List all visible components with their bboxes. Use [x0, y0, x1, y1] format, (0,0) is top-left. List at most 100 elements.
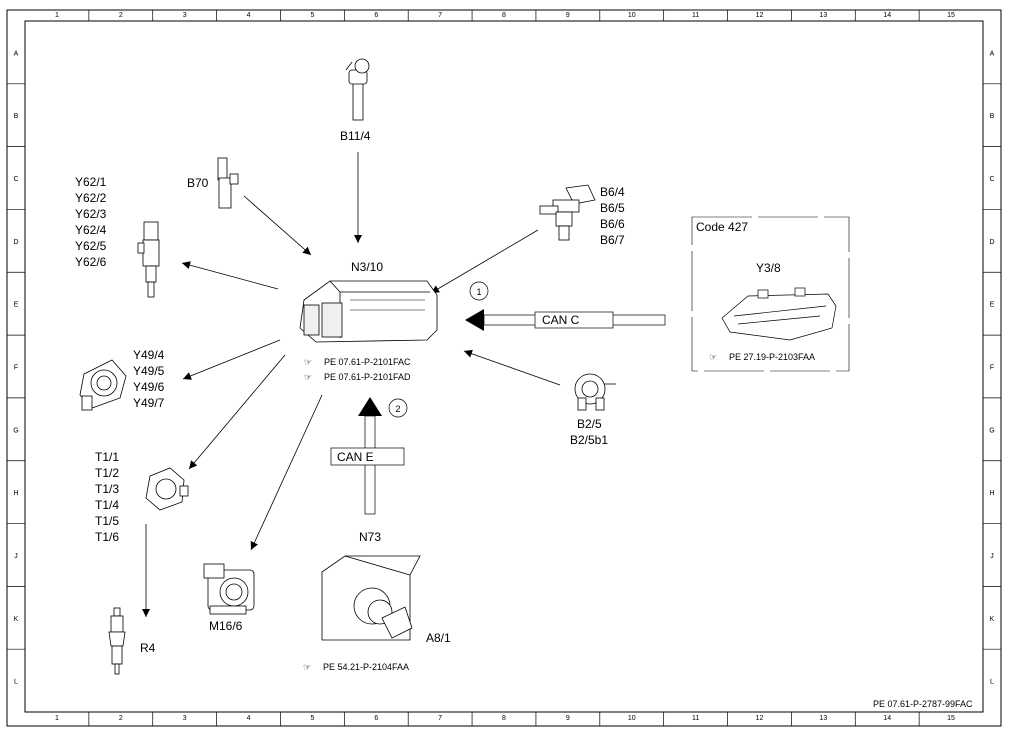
- drawing-code: PE 07.61-P-2787-99FAC: [873, 699, 973, 709]
- y62-labels: Y62/1 Y62/2 Y62/3 Y62/4 Y62/5 Y62/6: [75, 175, 107, 269]
- grid-column-label: 4: [247, 12, 251, 19]
- a8-1-label: A8/1: [426, 631, 451, 645]
- b70-label: B70: [187, 176, 209, 190]
- grid-row-label: J: [14, 553, 18, 560]
- y3-8-valve-body: [721, 287, 837, 341]
- grid-row-label: H: [13, 490, 18, 497]
- grid-column-label: 14: [883, 12, 891, 19]
- grid-row-label: L: [14, 679, 18, 686]
- can-e-label: CAN E: [337, 450, 374, 464]
- arrow-b70: [243, 195, 312, 256]
- arrow-b6: [430, 229, 539, 294]
- n73-label: N73: [359, 530, 381, 544]
- can-e-callout: [388, 398, 408, 418]
- b6-4-label: B6/4: [600, 185, 625, 199]
- b11-4-label: B11/4: [340, 129, 371, 143]
- grid-column-label: 14: [883, 715, 891, 722]
- b6-labels: B6/4 B6/5 B6/6 B6/7: [600, 185, 625, 247]
- grid-row-label: C: [989, 176, 994, 183]
- n3-10-label: N3/10: [351, 260, 383, 274]
- grid-column-label: 9: [566, 715, 570, 722]
- grid-column-label: 8: [502, 715, 506, 722]
- grid-row-label: K: [14, 616, 19, 623]
- y62-3-label: Y62/3: [75, 207, 107, 221]
- grid-row-label: B: [14, 113, 19, 120]
- t1-4-label: T1/4: [95, 498, 119, 512]
- can-c-bus: CAN C 1: [465, 281, 666, 331]
- grid-row-label: E: [990, 302, 995, 309]
- a8-1-ref: PE 54.21-P-2104FAA: [323, 662, 409, 672]
- y62-injector: [137, 221, 160, 298]
- grid-row-label: D: [989, 239, 994, 246]
- inner-frame: [24, 20, 984, 713]
- grid-column-label: 6: [374, 715, 378, 722]
- code-427-box: Code 427 Y3/8 ☞ PE 27.19-P-2103FAA: [691, 216, 850, 372]
- r4-spark-plug: [108, 607, 126, 675]
- b6-7-label: B6/7: [600, 233, 625, 247]
- grid-row-label: L: [990, 679, 994, 686]
- grid-column-label: 5: [310, 12, 314, 19]
- hand-pointer-icon: ☞: [709, 352, 717, 362]
- grid-column-label: 15: [947, 12, 955, 19]
- t1-5-label: T1/5: [95, 514, 119, 528]
- grid-column-label: 15: [947, 715, 955, 722]
- grid-column-label: 2: [119, 715, 123, 722]
- grid-row-label: G: [13, 427, 18, 434]
- can-c-callout: [469, 281, 489, 301]
- grid-row-label: F: [990, 365, 994, 372]
- grid-column-label: 9: [566, 12, 570, 19]
- hand-pointer-icon: ☞: [303, 662, 311, 672]
- grid-column-label: 12: [756, 715, 764, 722]
- grid-row-label: G: [989, 427, 994, 434]
- code-427-label: Code 427: [696, 220, 748, 234]
- t1-6-label: T1/6: [95, 530, 119, 544]
- grid-column-label: 11: [692, 715, 699, 722]
- key-icon: [381, 606, 413, 639]
- y49-5-label: Y49/5: [133, 364, 165, 378]
- grid-row-label: A: [14, 50, 19, 57]
- grid-column-label: 11: [692, 12, 699, 19]
- y62-1-label: Y62/1: [75, 175, 107, 189]
- y49-labels: Y49/4 Y49/5 Y49/6 Y49/7: [133, 348, 165, 410]
- grid-column-label: 13: [819, 715, 827, 722]
- grid-column-label: 1: [55, 715, 59, 722]
- grid-column-label: 13: [819, 12, 827, 19]
- n3-10-reference-1: ☞ PE 07.61-P-2101FAC: [304, 357, 411, 367]
- can-e-bus: CAN E 2: [330, 397, 408, 515]
- hand-pointer-icon: ☞: [304, 357, 312, 367]
- outer-frame: [6, 9, 1002, 727]
- y3-8-label: Y3/8: [756, 261, 781, 275]
- grid-row-label: K: [990, 616, 995, 623]
- y62-2-label: Y62/2: [75, 191, 107, 205]
- y49-7-label: Y49/7: [133, 396, 165, 410]
- grid-row-label: F: [14, 365, 18, 372]
- can-e-label-box: [330, 447, 405, 466]
- b2-5b1-label: B2/5b1: [570, 433, 608, 447]
- grid-column-label: 5: [310, 715, 314, 722]
- arrow-b2-5: [463, 349, 561, 386]
- a8-1-reference: ☞ PE 54.21-P-2104FAA: [303, 662, 409, 672]
- arrow-m16-6: [250, 394, 323, 551]
- y49-4-label: Y49/4: [133, 348, 165, 362]
- b6-5-label: B6/5: [600, 201, 625, 215]
- grid-row-label: D: [13, 239, 18, 246]
- grid-row-label: B: [990, 113, 995, 120]
- t1-labels: T1/1 T1/2 T1/3 T1/4 T1/5 T1/6: [95, 450, 119, 544]
- can-c-number: 1: [476, 287, 481, 297]
- arrow-y62: [181, 261, 279, 290]
- grid-row-label: C: [13, 176, 18, 183]
- m16-6-label: M16/6: [209, 619, 243, 633]
- t1-2-label: T1/2: [95, 466, 119, 480]
- grid-column-label: 7: [438, 12, 442, 19]
- grid-ticks: [7, 10, 1001, 726]
- b2-5-sensor: [574, 373, 616, 411]
- grid-column-label: 1: [55, 12, 59, 19]
- grid-column-label: 6: [374, 12, 378, 19]
- t1-3-label: T1/3: [95, 482, 119, 496]
- y62-5-label: Y62/5: [75, 239, 107, 253]
- grid-column-label: 7: [438, 715, 442, 722]
- t1-1-label: T1/1: [95, 450, 119, 464]
- n3-10-ref-2: PE 07.61-P-2101FAD: [324, 372, 411, 382]
